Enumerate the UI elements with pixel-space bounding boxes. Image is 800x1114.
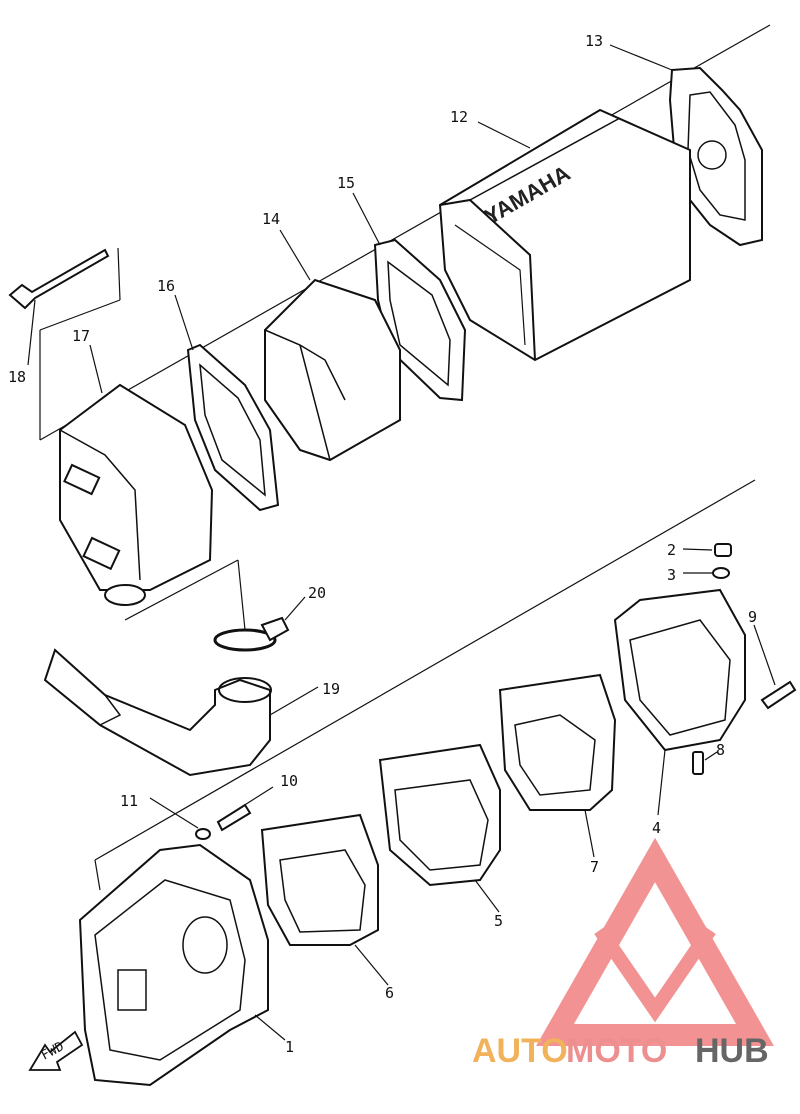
leader-lines bbox=[27, 44, 776, 1041]
part-14-inner-box bbox=[264, 278, 401, 462]
callout-labels: 1 2 3 4 5 6 7 8 9 10 11 12 13 14 15 16 1… bbox=[8, 32, 757, 1056]
callout-6: 6 bbox=[385, 984, 394, 1002]
part-2-bolt bbox=[714, 543, 732, 557]
callout-8: 8 bbox=[716, 741, 725, 759]
callout-10: 10 bbox=[280, 772, 298, 790]
callout-3: 3 bbox=[667, 566, 676, 584]
part-7-gasket bbox=[498, 673, 617, 811]
watermark-hub: HUB bbox=[695, 1032, 769, 1070]
callout-13: 13 bbox=[585, 32, 603, 50]
callout-11: 11 bbox=[120, 792, 138, 810]
callout-15: 15 bbox=[337, 174, 355, 192]
part-1-housing bbox=[78, 843, 269, 1087]
callout-1: 1 bbox=[285, 1038, 294, 1056]
callout-2: 2 bbox=[667, 541, 676, 559]
callout-17: 17 bbox=[72, 327, 90, 345]
callout-19: 19 bbox=[322, 680, 340, 698]
callout-18: 18 bbox=[8, 368, 26, 386]
part-9-bolt bbox=[760, 680, 797, 710]
part-20-clamp bbox=[213, 616, 290, 652]
watermark-text: AUTO MOTO HUB bbox=[472, 1032, 769, 1070]
part-10-bolt bbox=[216, 803, 252, 832]
callout-20: 20 bbox=[308, 584, 326, 602]
callout-4: 4 bbox=[652, 819, 661, 837]
part-18-bolt bbox=[8, 248, 110, 310]
part-13-gasket bbox=[668, 66, 763, 247]
part-11-washer bbox=[195, 828, 211, 840]
callout-5: 5 bbox=[494, 912, 503, 930]
callout-14: 14 bbox=[262, 210, 280, 228]
watermark-auto: AUTO bbox=[472, 1032, 568, 1070]
part-6-gasket bbox=[260, 813, 379, 946]
part-3-washer bbox=[712, 567, 730, 579]
callout-12: 12 bbox=[450, 108, 468, 126]
part-5-plate bbox=[378, 743, 501, 887]
callout-9: 9 bbox=[748, 608, 757, 626]
part-4-cover bbox=[613, 588, 746, 752]
part-19-hose bbox=[43, 648, 272, 777]
part-8-bolt bbox=[692, 751, 704, 775]
watermark-moto: MOTO bbox=[566, 1032, 667, 1070]
assembly-lines bbox=[39, 24, 771, 891]
part-16-gasket bbox=[186, 343, 280, 512]
fwd-arrow-icon: FWD bbox=[28, 1030, 84, 1071]
watermark-logo-icon bbox=[536, 837, 774, 1046]
part-12-cover: YAMAHA bbox=[438, 108, 691, 362]
callout-16: 16 bbox=[157, 277, 175, 295]
part-17-air-box bbox=[59, 383, 214, 606]
callout-7: 7 bbox=[590, 858, 599, 876]
